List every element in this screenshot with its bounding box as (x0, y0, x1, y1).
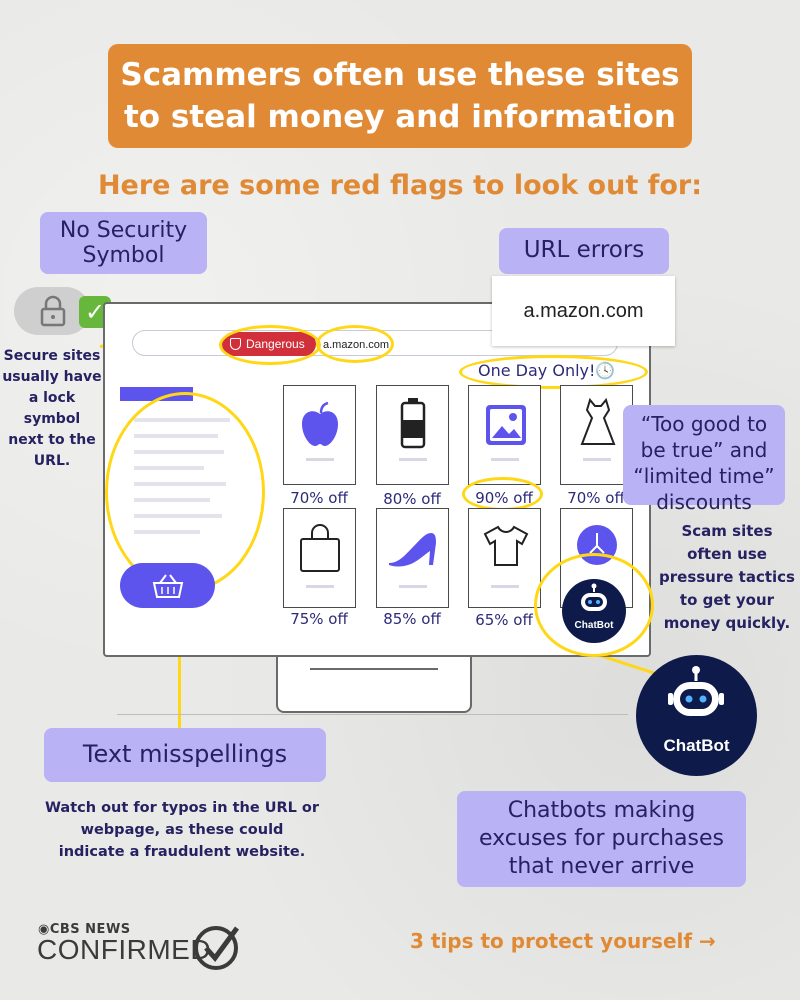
discount-label: 65% off (475, 611, 533, 629)
battery-icon (400, 398, 426, 449)
headline-line-2: to steal money and information (123, 99, 676, 135)
label-line: “limited time” (633, 464, 775, 488)
product-card[interactable] (376, 385, 449, 485)
discount-label: 80% off (383, 490, 441, 508)
confirmed-check-icon (194, 926, 240, 970)
product-card[interactable] (468, 385, 541, 485)
confirmed-logo: CONFIRMED (37, 934, 212, 965)
chatbot-logo: ChatBot (636, 655, 757, 776)
apple-icon (302, 401, 338, 446)
note-line: indicate a fraudulent website. (58, 844, 306, 860)
product-card[interactable] (468, 508, 541, 608)
chatbot-label: ChatBot (663, 736, 730, 755)
label-text-misspellings: Text misspellings (44, 728, 326, 782)
highlight-promo (459, 355, 648, 389)
lock-pill (14, 287, 90, 335)
discount-label: 85% off (383, 610, 441, 628)
note-line: Scam sites (681, 522, 773, 540)
label-line: discounts (656, 490, 752, 514)
label-line: “Too good to (640, 412, 768, 436)
note-secure-sites: Secure sites usually have a lock symbol … (2, 346, 102, 472)
connector-misspellings (178, 590, 181, 730)
note-line: a lock symbol (23, 390, 81, 427)
discount-label: 75% off (290, 610, 348, 628)
cart-button[interactable] (120, 563, 215, 608)
label-chatbots: Chatbots making excuses for purchases th… (457, 791, 746, 887)
note-line: URL. (33, 453, 71, 469)
note-line: to get your (679, 591, 775, 609)
handbag-icon (300, 524, 340, 572)
discount-label: 70% off (290, 489, 348, 507)
label-url-errors: URL errors (499, 228, 669, 274)
label-line: be true” and (640, 438, 768, 462)
url-zoom-box: a.mazon.com (492, 276, 675, 346)
highlight-url (316, 325, 394, 363)
subheadline: Here are some red flags to look out for: (97, 170, 703, 201)
robot-icon (581, 583, 607, 611)
discount-label: 70% off (567, 489, 625, 507)
headline-line-1: Scammers often use these sites (120, 57, 680, 93)
label-too-good-to-be-true: “Too good to be true” and “limited time”… (623, 405, 785, 514)
highlight-discount (462, 477, 543, 511)
logo-top-text: CBS NEWS (49, 922, 131, 937)
product-card[interactable] (283, 385, 356, 485)
highlight-chatbot (534, 553, 654, 657)
note-typos: Watch out for typos in the URL or webpag… (28, 797, 336, 863)
note-line: often use (687, 545, 767, 563)
lock-icon (40, 295, 66, 327)
note-line: pressure tactics (659, 568, 795, 586)
cbs-news-logo: ◉CBS NEWS (38, 922, 131, 937)
product-card[interactable] (560, 385, 633, 485)
tshirt-icon (483, 525, 529, 566)
label-line: Symbol (82, 243, 165, 268)
note-line: Watch out for typos in the URL or (44, 800, 320, 816)
cbs-eye-icon: ◉ (38, 922, 50, 937)
label-line: excuses for purchases (479, 826, 724, 851)
label-line: that never arrive (508, 854, 695, 879)
note-line: webpage, as these could (80, 822, 284, 838)
headline-banner: Scammers often use these sites to steal … (108, 44, 692, 148)
robot-icon (668, 666, 724, 716)
tips-link[interactable]: 3 tips to protect yourself → (410, 929, 716, 953)
chatbot-widget[interactable]: ChatBot (562, 579, 626, 643)
note-scam-sites: Scam sites often use pressure tactics to… (654, 520, 800, 635)
monitor-stand (276, 657, 472, 713)
label-no-security-symbol: No Security Symbol (40, 212, 207, 274)
product-card[interactable] (283, 508, 356, 608)
high-heel-icon (389, 533, 436, 567)
highlight-dangerous (219, 325, 321, 365)
note-line: usually have (2, 369, 102, 385)
highlight-misspellings (105, 392, 265, 592)
stand-line (310, 668, 438, 670)
image-icon (486, 405, 526, 445)
note-line: money quickly. (663, 614, 791, 632)
chatbot-label: ChatBot (574, 620, 614, 631)
dress-icon (580, 397, 616, 445)
label-line: No Security (59, 218, 188, 243)
desk-line (117, 714, 628, 715)
label-line: Chatbots making (507, 798, 696, 823)
note-line: next to the (8, 432, 96, 448)
product-card[interactable] (376, 508, 449, 608)
note-line: Secure sites (3, 348, 101, 364)
basket-icon (152, 574, 184, 598)
